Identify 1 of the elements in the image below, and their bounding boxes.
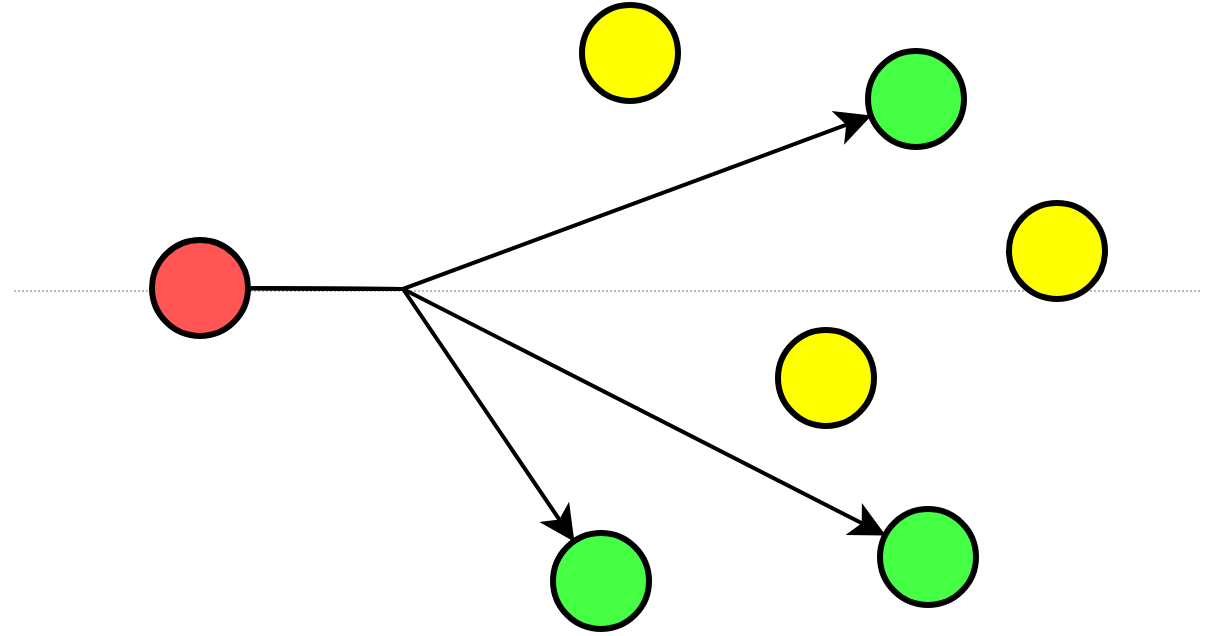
arrow xyxy=(251,286,886,536)
